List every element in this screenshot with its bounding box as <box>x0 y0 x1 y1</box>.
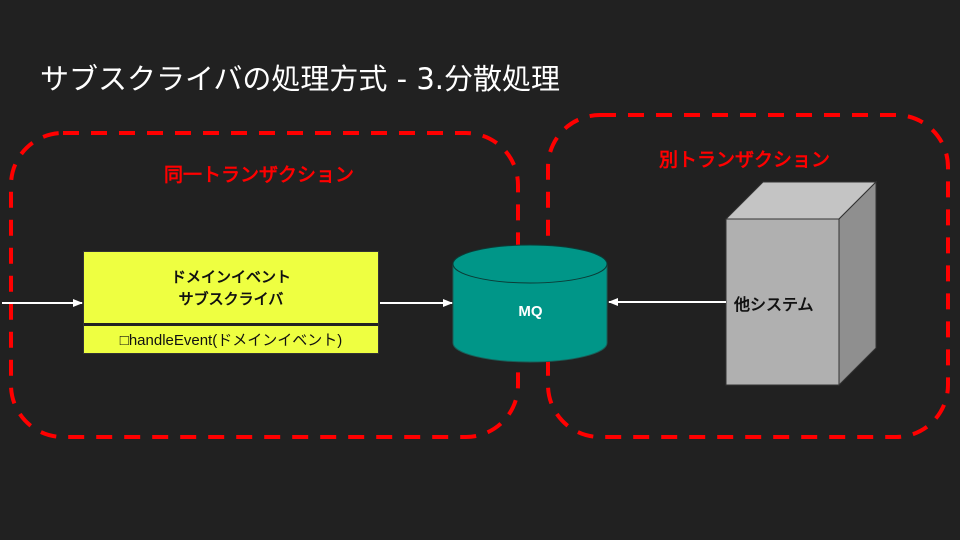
same-transaction-boundary <box>9 131 520 439</box>
mq-cylinder <box>452 244 608 363</box>
other-system-label: 他システム <box>734 295 814 314</box>
separate-transaction-label: 別トランザクション <box>659 149 831 171</box>
mq-label: MQ <box>518 303 543 320</box>
slide-title: サブスクライバの処理方式 - 3.分散処理 <box>40 62 560 96</box>
subscriber-method: □handleEvent(ドメインイベント) <box>119 332 343 349</box>
subscriber-name-line2: サブスクライバ <box>178 289 284 308</box>
same-transaction-label: 同一トランザクション <box>164 164 355 186</box>
other-system-box <box>724 180 878 387</box>
subscriber-class-name: ドメインイベント サブスクライバ <box>84 252 378 326</box>
subscriber-name-line1: ドメインイベント <box>170 267 291 286</box>
domain-event-subscriber-class: ドメインイベント サブスクライバ □handleEvent(ドメインイベント) <box>83 251 379 354</box>
